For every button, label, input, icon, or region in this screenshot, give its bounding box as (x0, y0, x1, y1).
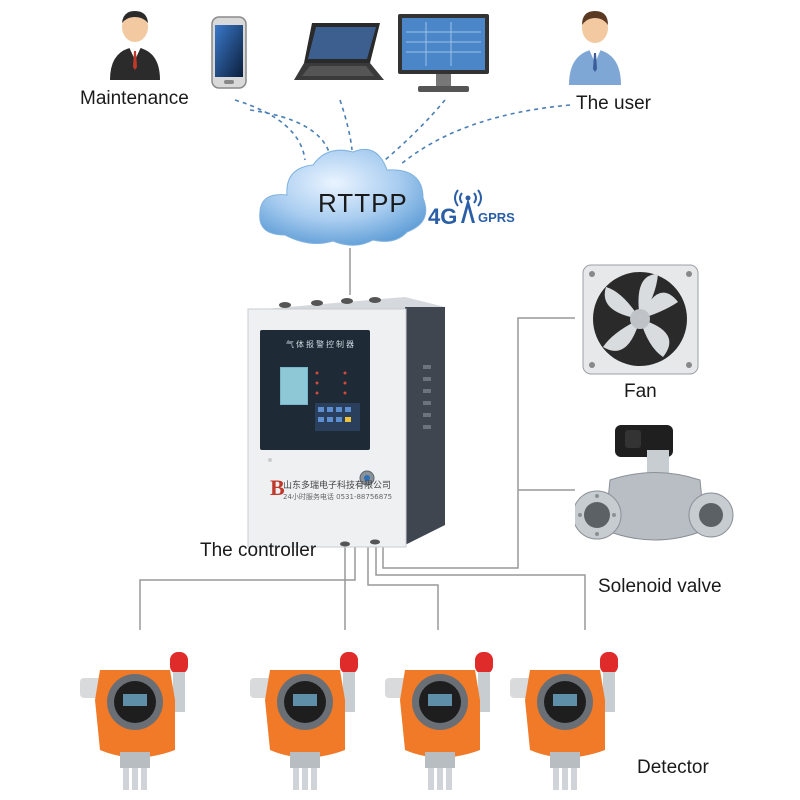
cloud-label: RTTPP (318, 188, 408, 218)
solenoid-valve-icon (575, 425, 734, 541)
detector-icon (250, 652, 358, 790)
user-label: The user (576, 93, 651, 114)
laptop-icon (294, 23, 384, 80)
maintenance-person-icon (110, 11, 160, 80)
controller-company-phone: 24小时服务电话 0531-88756875 (283, 493, 393, 501)
dashed-link-monitor (384, 99, 446, 161)
controller-box: B (247, 297, 445, 548)
controller-label: The controller (200, 540, 317, 561)
dashed-link-maintenance (234, 99, 306, 161)
dashed-link-user (399, 104, 571, 166)
controller-panel-title: 气体报警控制器 (286, 340, 356, 349)
svg-text:B: B (270, 475, 285, 500)
maintenance-label: Maintenance (80, 88, 189, 109)
smartphone-icon (211, 16, 247, 89)
antenna-icon (454, 189, 482, 223)
user-person-icon (569, 11, 621, 85)
cloud-shape (259, 148, 427, 246)
detector-icon (385, 652, 493, 790)
dashed-link-phone (249, 109, 331, 156)
controller-company-name: 山东多瑞电子科技有限公司 (283, 481, 392, 491)
fan-label: Fan (624, 381, 657, 402)
desktop-monitor-icon (398, 14, 489, 92)
valve-label: Solenoid valve (598, 576, 722, 597)
detector-icon (510, 652, 618, 790)
network-4g-label: 4G (428, 204, 458, 229)
detector-icon (80, 652, 188, 790)
fan-icon (582, 264, 699, 375)
detector-label: Detector (637, 757, 709, 778)
network-gprs-label: GPRS (478, 210, 515, 225)
